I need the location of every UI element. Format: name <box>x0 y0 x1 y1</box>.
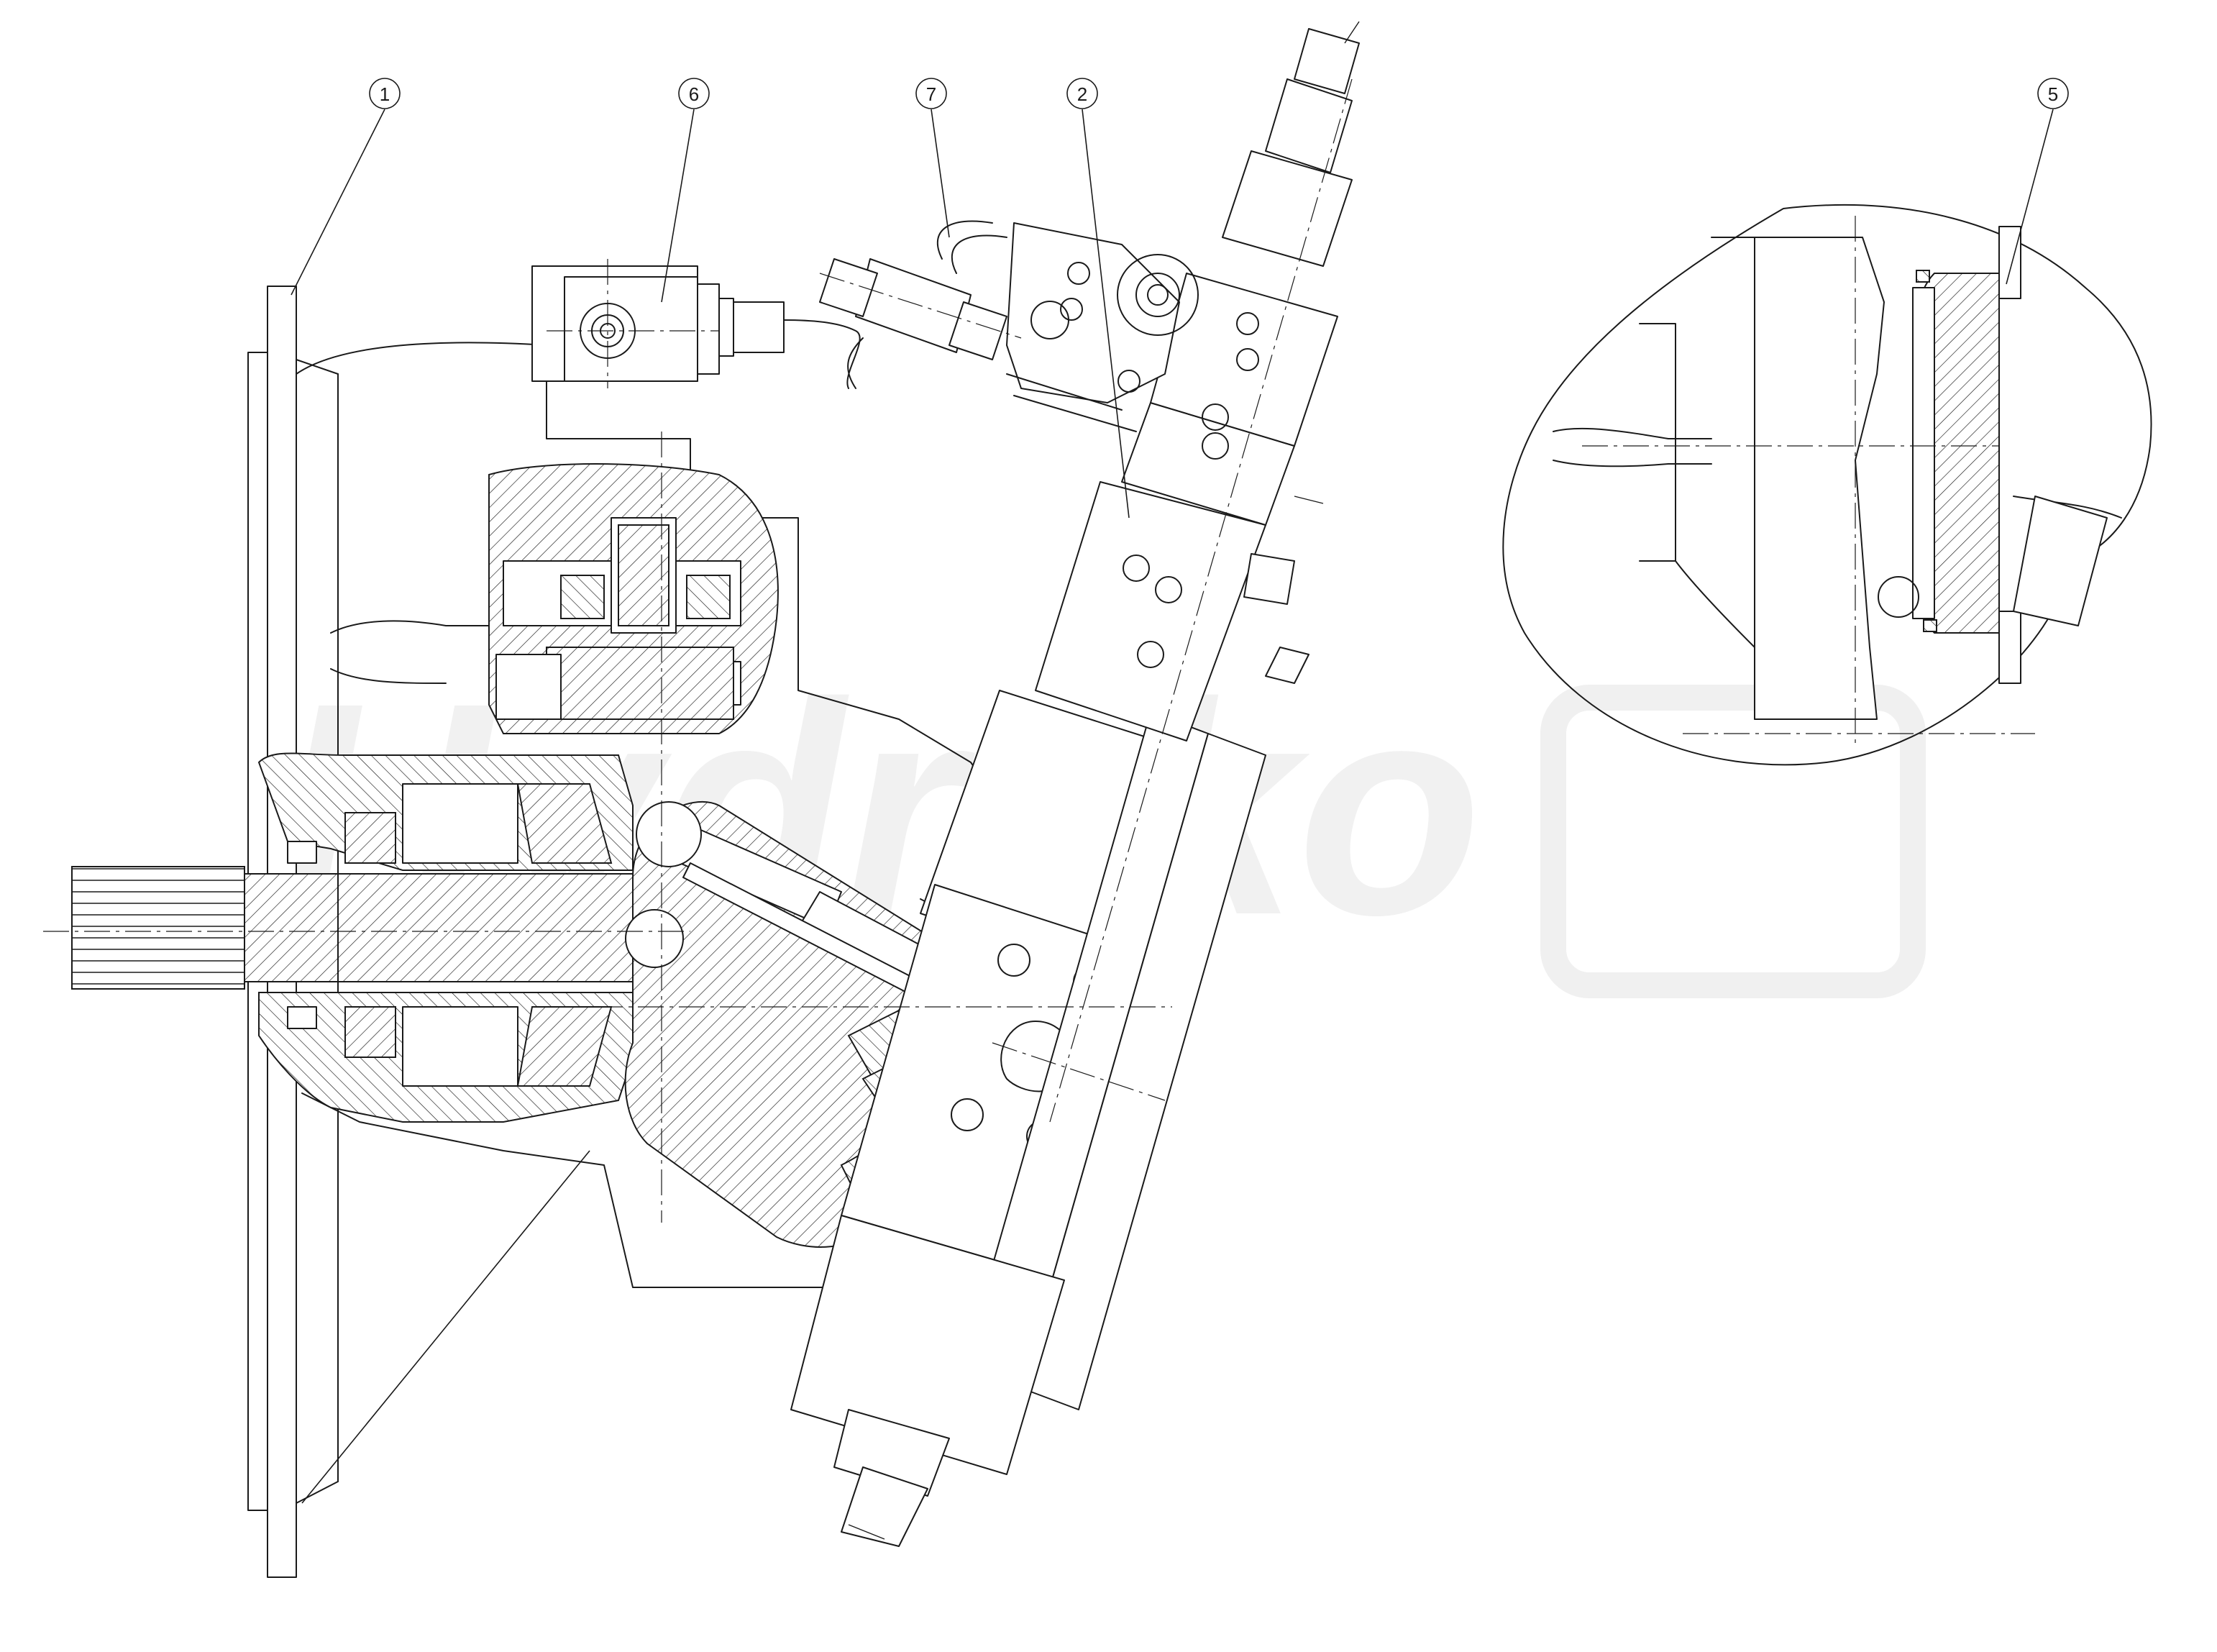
callout-2-label: 2 <box>1077 83 1087 105</box>
bearing-casing <box>257 752 634 1123</box>
callout-1-label: 1 <box>380 83 390 105</box>
watermark-logo <box>1540 685 1926 998</box>
control-valve-body <box>1035 21 1360 1123</box>
port-housing <box>790 690 1266 1547</box>
callout-5[interactable]: 5 <box>2006 78 2069 285</box>
callout-7-label: 7 <box>926 83 936 105</box>
callout-7[interactable]: 7 <box>915 78 950 238</box>
callout-1[interactable]: 1 <box>291 78 401 296</box>
callout-2[interactable]: 2 <box>1066 78 1130 519</box>
control-cylinder <box>488 259 861 734</box>
callout-6[interactable]: 6 <box>661 78 710 303</box>
detail-boundary <box>1502 204 2152 766</box>
detail-view <box>1502 204 2152 766</box>
main-section-view <box>43 21 1360 1578</box>
detail-leader <box>301 1150 590 1504</box>
callout-6-label: 6 <box>689 83 699 105</box>
callout-5-label: 5 <box>2048 83 2058 105</box>
drive-shaft <box>71 866 684 990</box>
regulator-head <box>819 220 1199 432</box>
